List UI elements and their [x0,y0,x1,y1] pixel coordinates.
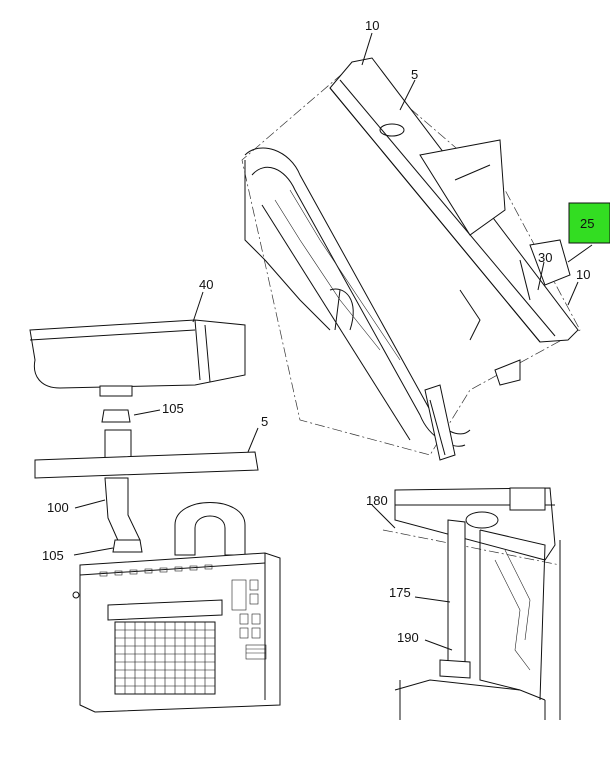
hose-100 [74,477,141,546]
rail-5 [34,427,259,479]
callout-40[interactable]: 40 [199,277,213,292]
callout-100[interactable]: 100 [47,500,69,515]
callout-175[interactable]: 175 [389,585,411,600]
callout-5-top[interactable]: 5 [411,67,418,82]
callout-30[interactable]: 30 [538,250,552,265]
callout-180[interactable]: 180 [366,493,388,508]
heater-unit [72,502,281,713]
duct-40 [29,291,246,389]
coupler-105-bottom [73,539,143,556]
callout-25[interactable]: 25 [580,216,594,231]
callout-190[interactable]: 190 [397,630,419,645]
highlight-callout-box[interactable] [568,202,610,244]
callout-105-top[interactable]: 105 [162,401,184,416]
callout-5-mid[interactable]: 5 [261,414,268,429]
coupler-105-top [99,385,161,423]
callout-10-top[interactable]: 10 [365,18,379,33]
callout-105-bottom[interactable]: 105 [42,548,64,563]
callout-10-right[interactable]: 10 [576,267,590,282]
bottom-right-assembly [371,487,561,720]
top-panel-assembly [241,32,593,461]
